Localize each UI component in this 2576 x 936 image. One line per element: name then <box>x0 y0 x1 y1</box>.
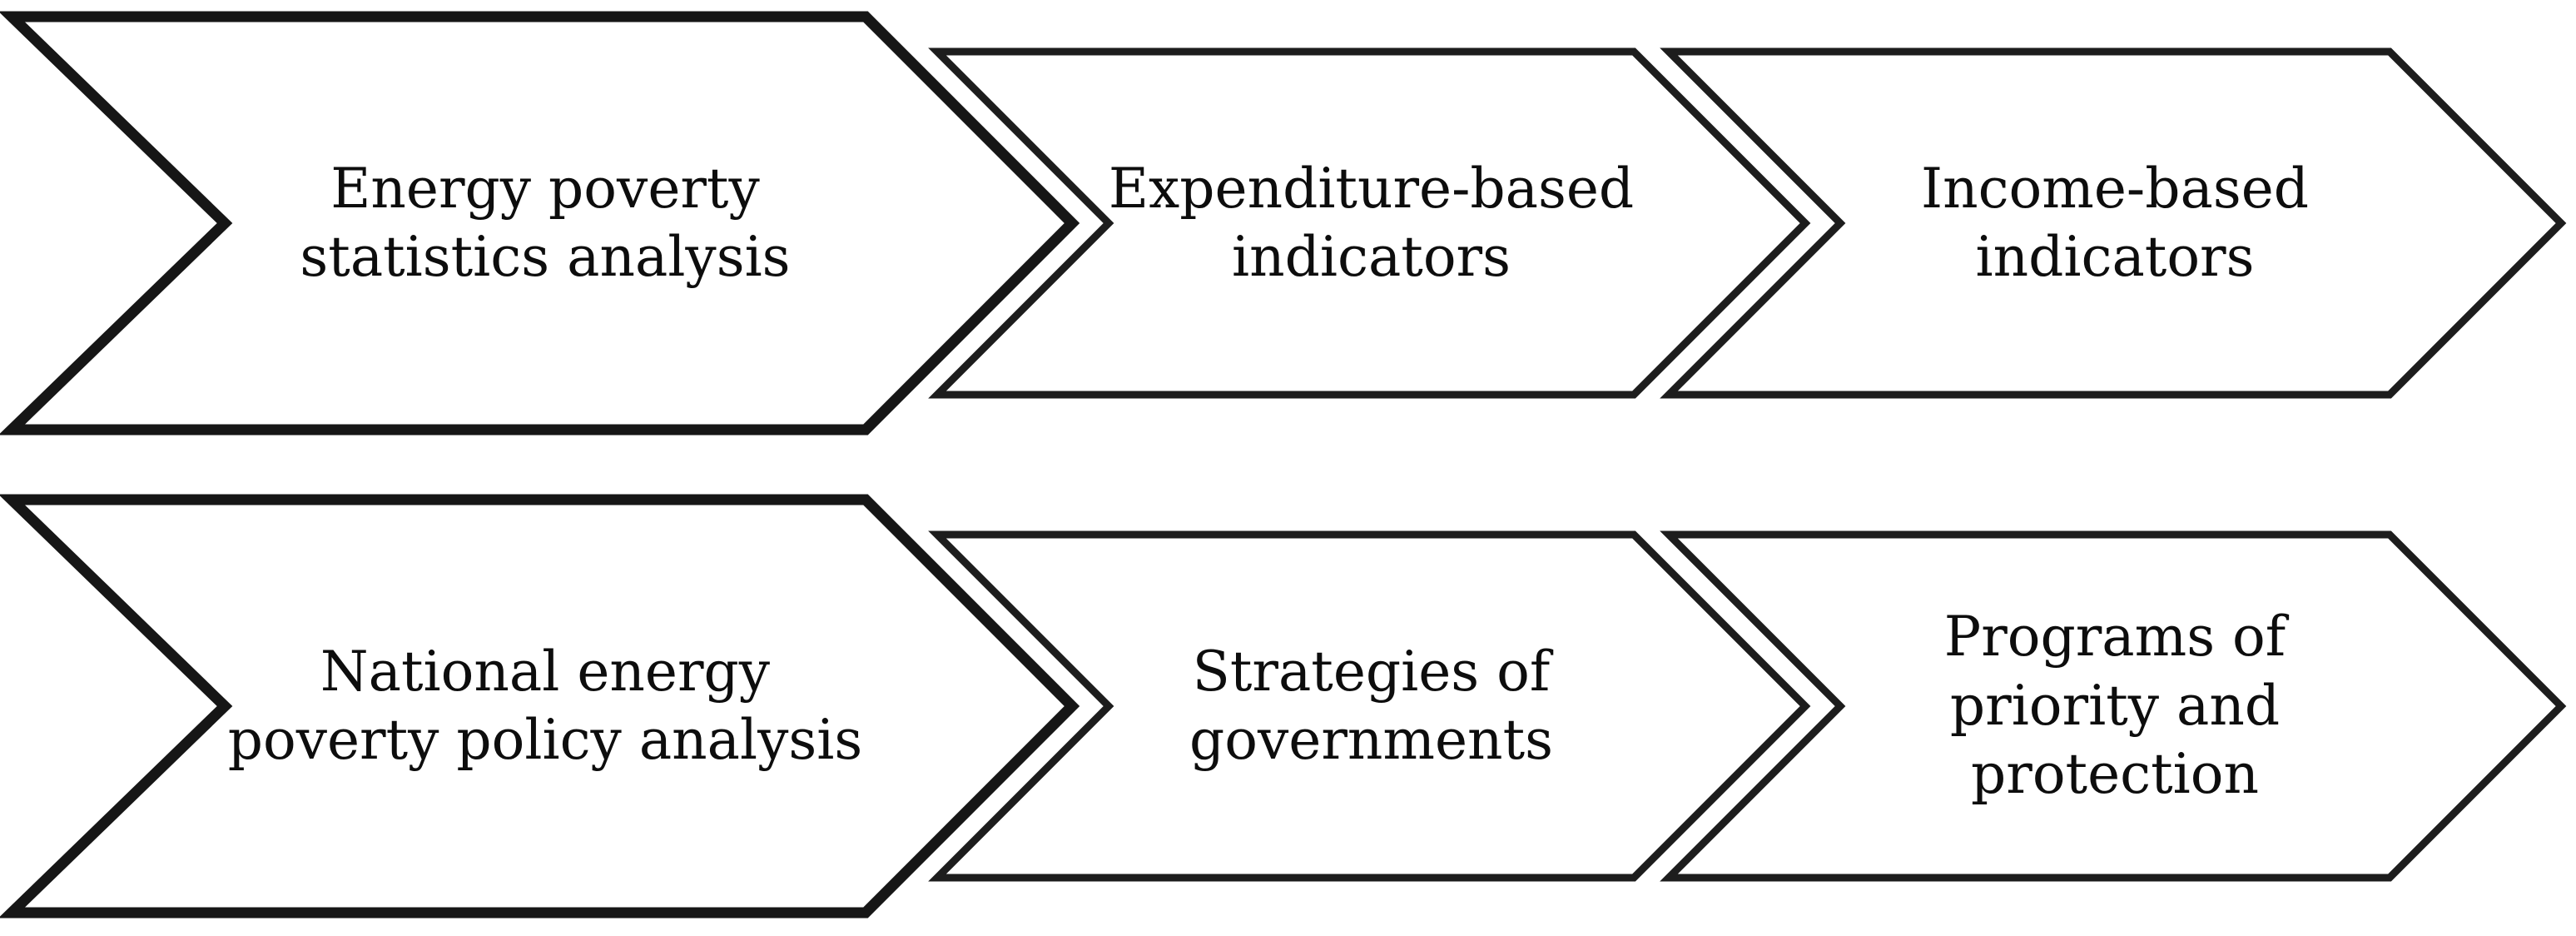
shape-income-based-indicators <box>1660 47 2567 399</box>
shape-strategies-of-governments <box>928 530 1811 882</box>
shape-programs-of-priority-and-protection <box>1660 530 2567 882</box>
shape-national-energy-poverty-policy-analysis <box>0 494 1080 919</box>
shape-expenditure-based-indicators <box>928 47 1811 399</box>
shape-energy-poverty-statistics-analysis <box>0 11 1080 436</box>
